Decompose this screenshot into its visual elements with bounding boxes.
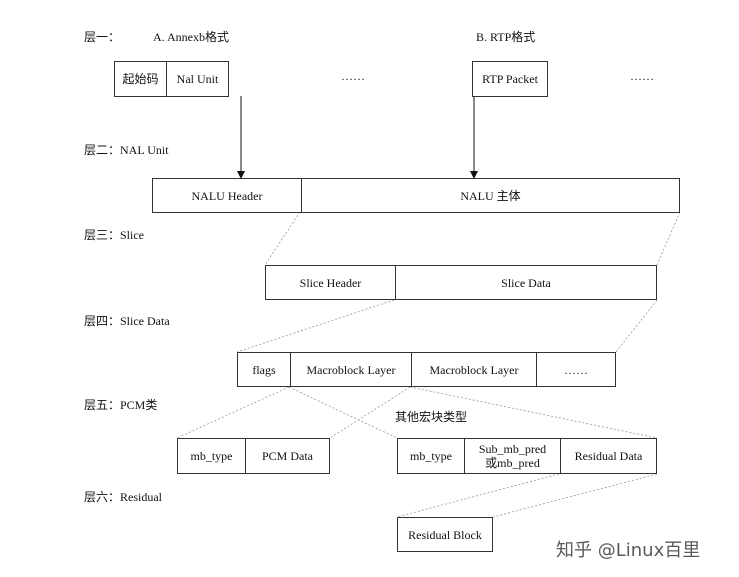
other-mb-types-label: 其他宏块类型 xyxy=(395,410,468,424)
start-code-cell: 起始码 xyxy=(122,72,159,86)
mb-pred-line-1: Sub_mb_pred xyxy=(478,442,547,456)
residual-block-box: Residual Block xyxy=(397,517,493,552)
annexb-box: 起始码 Nal Unit xyxy=(114,61,229,97)
rtp-packet-box: RTP Packet xyxy=(472,61,548,97)
rtp-ellipsis: …… xyxy=(630,69,654,83)
nalu-box: NALU Header NALU 主体 xyxy=(152,178,680,213)
mb-pred-cell: Sub_mb_pred 或mb_pred xyxy=(464,439,560,473)
level-6-label: 层六：Residual xyxy=(84,490,162,504)
slice-box: Slice Header Slice Data xyxy=(265,265,657,300)
nalu-body-cell: NALU 主体 xyxy=(301,179,679,212)
expand-line-left xyxy=(176,386,290,439)
slice-header-cell: Slice Header xyxy=(299,275,362,290)
pcm-box: mb_type PCM Data xyxy=(177,438,330,474)
slice-data-ellipsis-cell: …… xyxy=(536,353,615,386)
annexb-ellipsis: …… xyxy=(341,69,365,83)
slice-data-box: flags Macroblock Layer Macroblock Layer … xyxy=(237,352,616,387)
macroblock-layer-cell: Macroblock Layer xyxy=(290,353,411,386)
nal-unit-cell: Nal Unit xyxy=(166,62,228,96)
level-2-label: 层二：NAL Unit xyxy=(84,143,169,157)
level-4-label: 层四：Slice Data xyxy=(84,314,170,328)
expand-line-left xyxy=(236,299,395,353)
mb-pred-line-2: 或mb_pred xyxy=(485,456,540,470)
level-1-label: 层一： xyxy=(84,30,121,44)
expand-line-right xyxy=(492,473,658,518)
level-5-label: 层五：PCM类 xyxy=(84,398,158,412)
level-3-label: 层三：Slice xyxy=(84,228,144,242)
expand-line-left xyxy=(396,473,560,518)
other-mb-type-cell: mb_type xyxy=(410,449,452,463)
nalu-header-cell: NALU Header xyxy=(191,188,263,203)
annexb-format-label: A. Annexb格式 xyxy=(153,30,229,44)
flags-cell: flags xyxy=(252,362,276,377)
pcm-data-cell: PCM Data xyxy=(245,439,329,473)
expand-line-left xyxy=(288,386,398,439)
expand-line-right xyxy=(615,299,658,353)
macroblock-layer-cell: Macroblock Layer xyxy=(411,353,536,386)
expand-line-right xyxy=(656,211,681,266)
pcm-mb-type-cell: mb_type xyxy=(190,449,233,463)
watermark: 知乎 @Linux百里 xyxy=(556,540,701,561)
other-mb-box: mb_type Sub_mb_pred 或mb_pred Residual Da… xyxy=(397,438,657,474)
residual-data-cell: Residual Data xyxy=(560,439,656,473)
expand-line-left xyxy=(264,211,301,266)
rtp-format-label: B. RTP格式 xyxy=(476,30,536,44)
slice-data-cell: Slice Data xyxy=(395,266,656,299)
